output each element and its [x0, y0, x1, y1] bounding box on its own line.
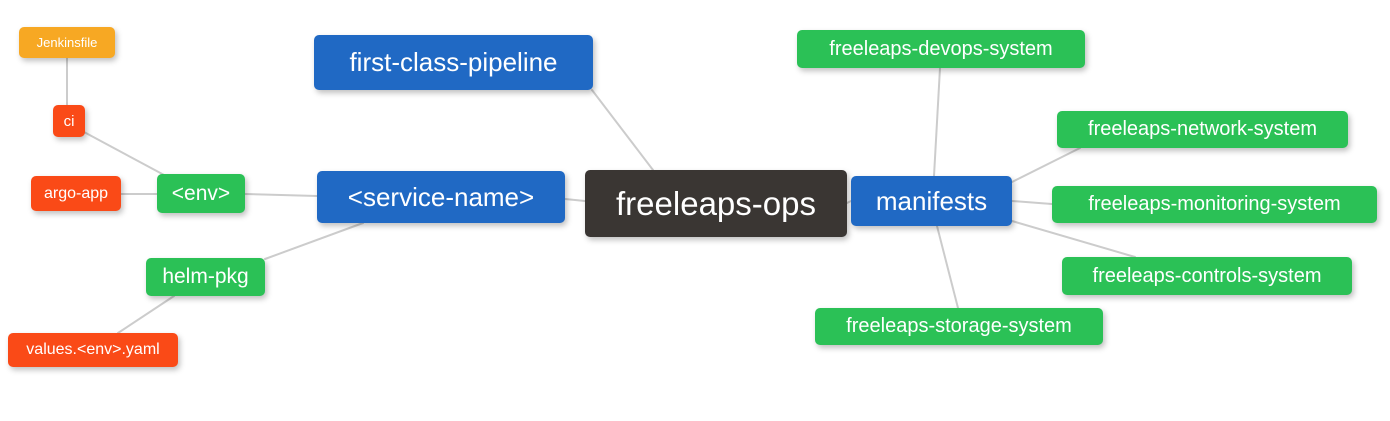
- node-helm-pkg[interactable]: helm-pkg: [146, 258, 265, 296]
- edge-helm-pkg-service-name: [264, 222, 364, 260]
- node-freeleaps-storage-system[interactable]: freeleaps-storage-system: [815, 308, 1103, 345]
- node-first-class-pipeline[interactable]: first-class-pipeline: [314, 35, 593, 90]
- edge-pipeline-freeleaps-ops: [591, 89, 654, 171]
- edge-env-service-name: [244, 193, 318, 197]
- edge-service-freeleaps-ops: [564, 198, 586, 202]
- node-argo-app[interactable]: argo-app: [31, 176, 121, 211]
- node-freeleaps-monitoring-system[interactable]: freeleaps-monitoring-system: [1052, 186, 1377, 223]
- node-jenkinsfile[interactable]: Jenkinsfile: [19, 27, 115, 58]
- node-values-env-yaml[interactable]: values.<env>.yaml: [8, 333, 178, 367]
- node-service-name[interactable]: <service-name>: [317, 171, 565, 223]
- edge-values-helm-pkg: [117, 295, 175, 334]
- edge-manifests-storage: [936, 225, 959, 309]
- node-freeleaps-ops[interactable]: freeleaps-ops: [585, 170, 847, 237]
- edge-manifests-devops: [933, 67, 941, 177]
- node-ci[interactable]: ci: [53, 105, 85, 137]
- edge-manifests-monitoring: [1011, 200, 1053, 205]
- node-freeleaps-controls-system[interactable]: freeleaps-controls-system: [1062, 257, 1352, 295]
- node-env[interactable]: <env>: [157, 174, 245, 213]
- edge-ci-env: [83, 131, 167, 177]
- node-manifests[interactable]: manifests: [851, 176, 1012, 226]
- node-freeleaps-devops-system[interactable]: freeleaps-devops-system: [797, 30, 1085, 68]
- node-freeleaps-network-system[interactable]: freeleaps-network-system: [1057, 111, 1348, 148]
- edge-manifests-network: [1011, 147, 1081, 183]
- edge-manifests-controls: [1011, 220, 1136, 258]
